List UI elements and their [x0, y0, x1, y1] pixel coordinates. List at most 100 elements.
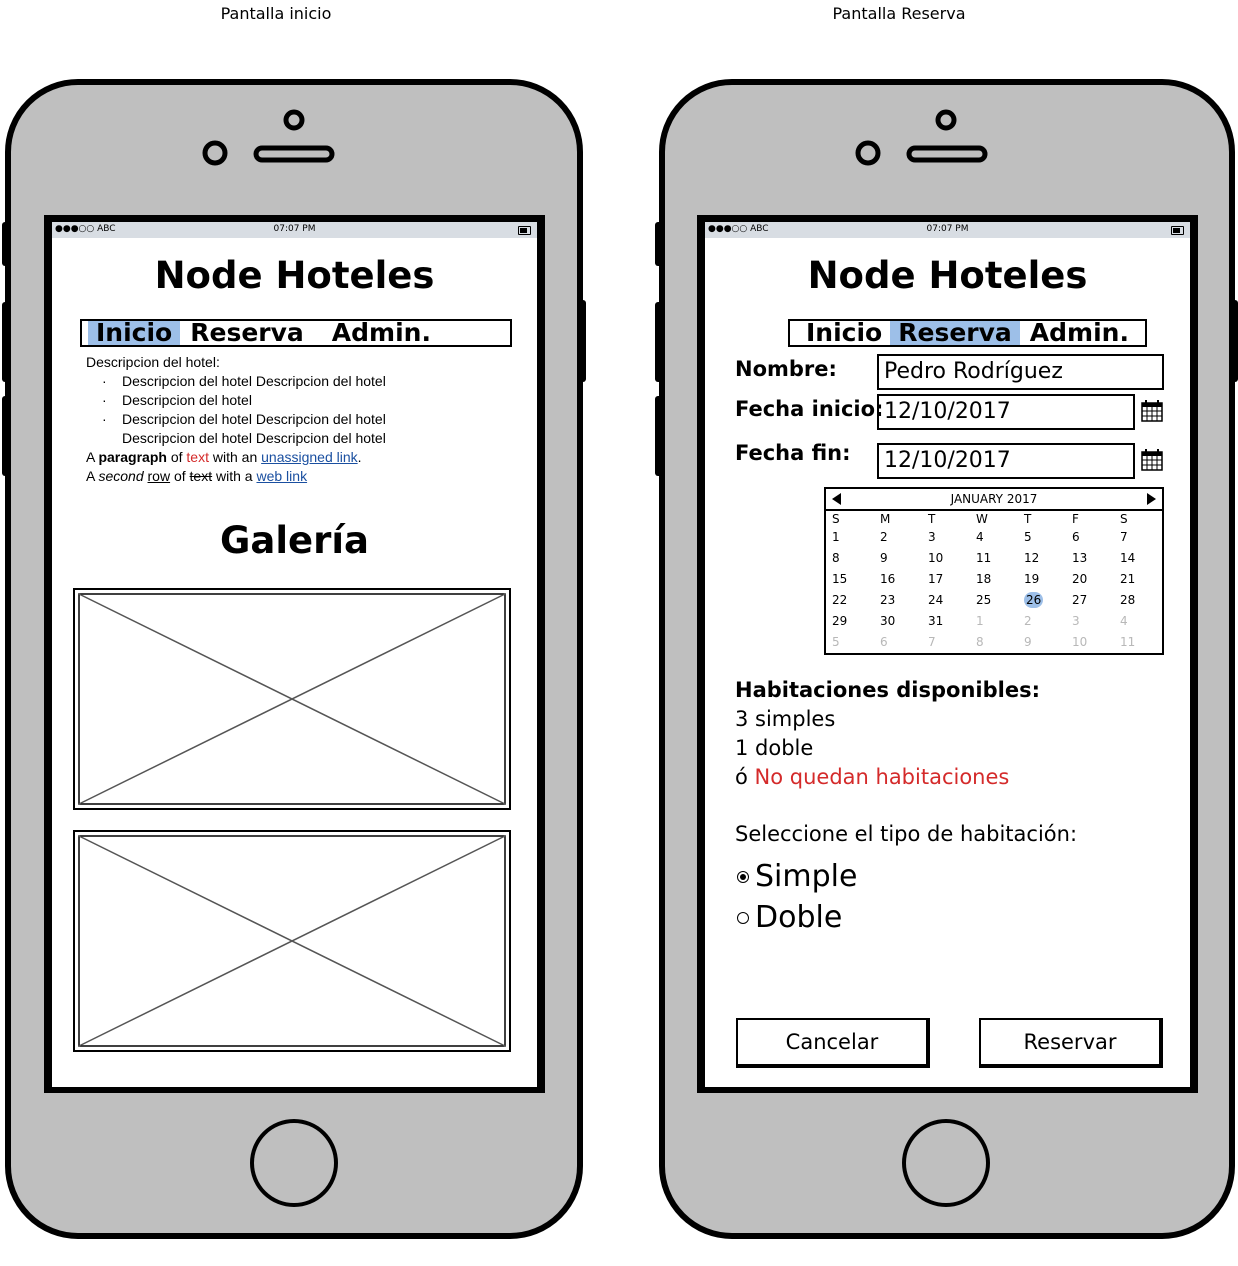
- calendar-month: JANUARY 2017: [950, 492, 1038, 506]
- gallery-image-placeholder: [73, 588, 511, 810]
- calendar-day[interactable]: 8: [832, 551, 840, 565]
- calendar-day[interactable]: 11: [976, 551, 992, 565]
- description-heading: Descripcion del hotel:: [86, 354, 220, 370]
- paragraph-line-2: A second row of text with a web link: [86, 467, 386, 486]
- tab-bar: Inicio Reserva Admin.: [80, 319, 512, 347]
- gallery-title: Galería: [219, 519, 369, 562]
- status-time: 07:07 PM: [273, 224, 316, 234]
- no-rooms-message: No quedan habitaciones: [754, 765, 1010, 789]
- calendar-day[interactable]: 11: [1120, 635, 1136, 649]
- radio-simple-label: Simple: [755, 859, 858, 894]
- calendar-day[interactable]: 6: [880, 635, 888, 649]
- tab-inicio[interactable]: Inicio: [88, 320, 181, 345]
- calendar-icon[interactable]: [1141, 449, 1163, 471]
- calendar-day[interactable]: 18: [976, 572, 992, 586]
- calendar-day[interactable]: 9: [880, 551, 888, 565]
- calendar-day[interactable]: 10: [1072, 635, 1088, 649]
- calendar-day[interactable]: 25: [976, 593, 992, 607]
- paragraph-line-1: A paragraph of text with an unassigned l…: [86, 448, 386, 467]
- calendar-day[interactable]: 31: [928, 614, 944, 628]
- tab-reserva[interactable]: Reserva: [890, 320, 1020, 345]
- cancel-button[interactable]: Cancelar: [736, 1018, 930, 1068]
- text-with: with an: [208, 449, 262, 465]
- calendar-day[interactable]: 16: [880, 572, 896, 586]
- app-title: Node Hoteles: [807, 254, 1088, 297]
- calendar-day[interactable]: 23: [880, 593, 896, 607]
- tab-reserva[interactable]: Reserva: [190, 318, 304, 347]
- tab-inicio[interactable]: Inicio: [806, 318, 883, 347]
- calendar-day[interactable]: 4: [1120, 614, 1128, 628]
- underlined-text: row: [147, 468, 171, 484]
- calendar-day[interactable]: 20: [1072, 572, 1088, 586]
- calendar-day[interactable]: 26: [1024, 592, 1044, 608]
- calendar-day[interactable]: 2: [1024, 614, 1032, 628]
- availability-doble: 1 doble: [735, 736, 814, 760]
- calendar-weekday: F: [1072, 512, 1079, 526]
- prev-month-arrow-icon[interactable]: [832, 493, 841, 505]
- home-screen: ●●●○○ ABC 07:07 PM Node Hoteles Inicio R…: [52, 222, 537, 1087]
- calendar-day[interactable]: 29: [832, 614, 848, 628]
- radio-simple[interactable]: Simple: [737, 859, 857, 894]
- list-item: Descripcion del hotel: [86, 391, 386, 410]
- unassigned-link[interactable]: unassigned link: [261, 449, 358, 465]
- nombre-input[interactable]: Pedro Rodríguez: [877, 354, 1164, 390]
- calendar-day[interactable]: 15: [832, 572, 848, 586]
- calendar-day[interactable]: 1: [976, 614, 984, 628]
- text-of: of: [166, 449, 187, 465]
- radio-doble[interactable]: Doble: [737, 900, 842, 935]
- calendar-week-row: 8 9 10 11 12 13 14: [826, 548, 1162, 569]
- calendar-day[interactable]: 4: [976, 530, 984, 544]
- calendar-day[interactable]: 13: [1072, 551, 1088, 565]
- status-time: 07:07 PM: [926, 224, 969, 234]
- calendar-weekday: W: [976, 512, 988, 526]
- calendar-day[interactable]: 1: [832, 530, 840, 544]
- calendar-day[interactable]: 9: [1024, 635, 1032, 649]
- calendar-day[interactable]: 21: [1120, 572, 1136, 586]
- calendar-day[interactable]: 22: [832, 593, 848, 607]
- calendar-icon[interactable]: [1141, 400, 1163, 422]
- fecha-fin-input[interactable]: 12/10/2017: [877, 443, 1135, 479]
- image-placeholder-icon: [78, 593, 506, 805]
- fecha-inicio-input[interactable]: 12/10/2017: [877, 394, 1135, 430]
- calendar-week-row: 5 6 7 8 9 10 11: [826, 632, 1162, 653]
- calendar-day[interactable]: 5: [1024, 530, 1032, 544]
- calendar-day[interactable]: 14: [1120, 551, 1136, 565]
- calendar-weekday: S: [1120, 512, 1128, 526]
- reserve-button[interactable]: Reservar: [979, 1018, 1163, 1068]
- next-month-arrow-icon[interactable]: [1147, 493, 1156, 505]
- tab-admin[interactable]: Admin.: [331, 318, 431, 347]
- tab-admin[interactable]: Admin.: [1029, 318, 1129, 347]
- calendar-day[interactable]: 12: [1024, 551, 1040, 565]
- calendar-day[interactable]: 10: [928, 551, 944, 565]
- calendar-day[interactable]: 7: [928, 635, 936, 649]
- strikethrough-text: text: [189, 468, 213, 484]
- calendar-header: JANUARY 2017: [826, 489, 1162, 511]
- calendar-day[interactable]: 17: [928, 572, 944, 586]
- calendar-week-row: 1 2 3 4 5 6 7: [826, 527, 1162, 548]
- text-a: A: [86, 449, 99, 465]
- calendar-week-row: 29 30 31 1 2 3 4: [826, 611, 1162, 632]
- calendar-day[interactable]: 24: [928, 593, 944, 607]
- carrier-label: ●●●○○ ABC: [708, 224, 769, 234]
- calendar-day[interactable]: 28: [1120, 593, 1136, 607]
- calendar-day[interactable]: 3: [928, 530, 936, 544]
- calendar-day[interactable]: 3: [1072, 614, 1080, 628]
- availability-simple: 3 simples: [735, 707, 836, 731]
- text-a: A: [86, 468, 99, 484]
- calendar-day[interactable]: 6: [1072, 530, 1080, 544]
- calendar-day[interactable]: 7: [1120, 530, 1128, 544]
- calendar-day[interactable]: 19: [1024, 572, 1040, 586]
- calendar-day[interactable]: 5: [832, 635, 840, 649]
- battery-icon: [1171, 226, 1184, 235]
- calendar-day[interactable]: 27: [1072, 593, 1088, 607]
- calendar-weekday: M: [880, 512, 891, 526]
- calendar-day[interactable]: 8: [976, 635, 984, 649]
- calendar-day[interactable]: 30: [880, 614, 896, 628]
- availability-none: ó No quedan habitaciones: [735, 765, 1009, 789]
- availability-heading: Habitaciones disponibles:: [735, 678, 1040, 702]
- calendar-day[interactable]: 2: [880, 530, 888, 544]
- web-link[interactable]: web link: [256, 468, 308, 484]
